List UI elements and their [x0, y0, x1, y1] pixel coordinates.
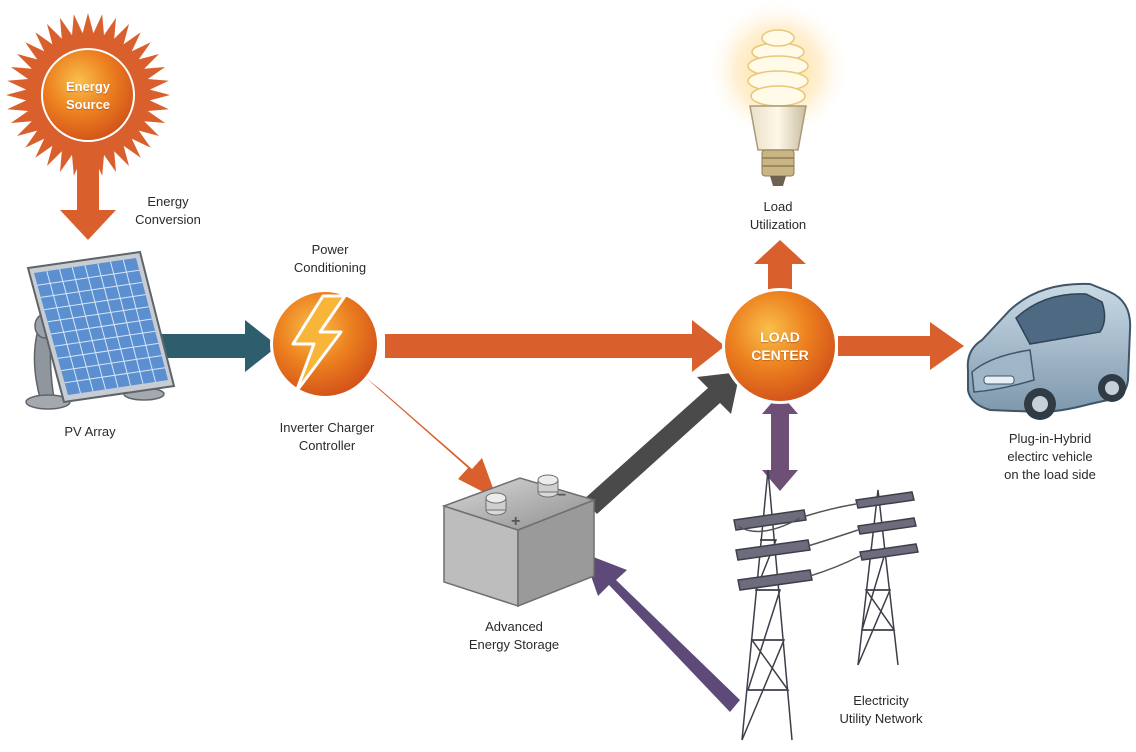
energy-source-line2: Source	[65, 97, 111, 112]
inverter-line2: Controller	[298, 438, 356, 453]
pv-array-label: PV Array	[40, 423, 140, 441]
arrow-load-center-to-vehicle	[838, 322, 964, 370]
arrow-utility-to-storage	[583, 553, 740, 712]
power-tower-icon	[733, 469, 919, 741]
utility-line1: Electricity	[853, 693, 909, 708]
power-conditioning-line2: Conditioning	[293, 260, 367, 275]
energy-source-label: Energy Source	[48, 78, 128, 114]
load-center-line1: LOAD	[760, 329, 800, 345]
arrow-pv-to-inverter	[160, 320, 278, 372]
light-bulb-icon	[706, 0, 850, 186]
arrow-inverter-to-load-center	[385, 320, 725, 372]
power-conditioning-line1: Power	[311, 242, 349, 257]
utility-line2: Utility Network	[839, 711, 923, 726]
arrow-inverter-to-storage	[366, 378, 497, 499]
storage-line1: Advanced	[485, 619, 543, 634]
vehicle-line1: Plug-in-Hybrid	[1008, 431, 1092, 446]
vehicle-label: Plug-in-Hybrid electirc vehicle on the l…	[980, 430, 1120, 484]
sun-icon	[6, 13, 170, 177]
storage-label: Advanced Energy Storage	[452, 618, 576, 654]
energy-conversion-label: Energy Conversion	[118, 193, 218, 229]
load-utilization-line2: Utilization	[749, 217, 807, 232]
power-conditioning-label: Power Conditioning	[280, 241, 380, 277]
arrow-storage-to-load-center	[583, 372, 740, 514]
load-utilization-line1: Load	[763, 199, 793, 214]
solar-panel-icon	[25, 250, 176, 410]
svg-text:−: −	[557, 487, 566, 504]
arrow-load-center-to-utilization	[754, 240, 806, 292]
load-center-node	[722, 288, 838, 404]
vehicle-line3: on the load side	[1004, 467, 1096, 482]
storage-line2: Energy Storage	[468, 637, 560, 652]
utility-label: Electricity Utility Network	[816, 692, 946, 728]
energy-conversion-line1: Energy	[147, 194, 189, 209]
energy-source-line1: Energy	[65, 79, 111, 94]
inverter-line1: Inverter Charger	[279, 420, 375, 435]
battery-icon: + −	[441, 474, 597, 608]
vehicle-line2: electirc vehicle	[1007, 449, 1093, 464]
car-icon	[966, 282, 1132, 420]
svg-text:+: +	[511, 513, 520, 530]
load-utilization-label: Load Utilization	[728, 198, 828, 234]
load-center-line2: CENTER	[751, 347, 809, 363]
arrow-load-center-utility	[762, 393, 798, 491]
lightning-icon	[270, 289, 380, 399]
arrow-energy-conversion	[60, 156, 116, 240]
inverter-label: Inverter Charger Controller	[262, 419, 392, 455]
load-center-label: LOAD CENTER	[735, 328, 825, 364]
pv-array-line1: PV Array	[64, 424, 116, 439]
energy-conversion-line2: Conversion	[135, 212, 201, 227]
